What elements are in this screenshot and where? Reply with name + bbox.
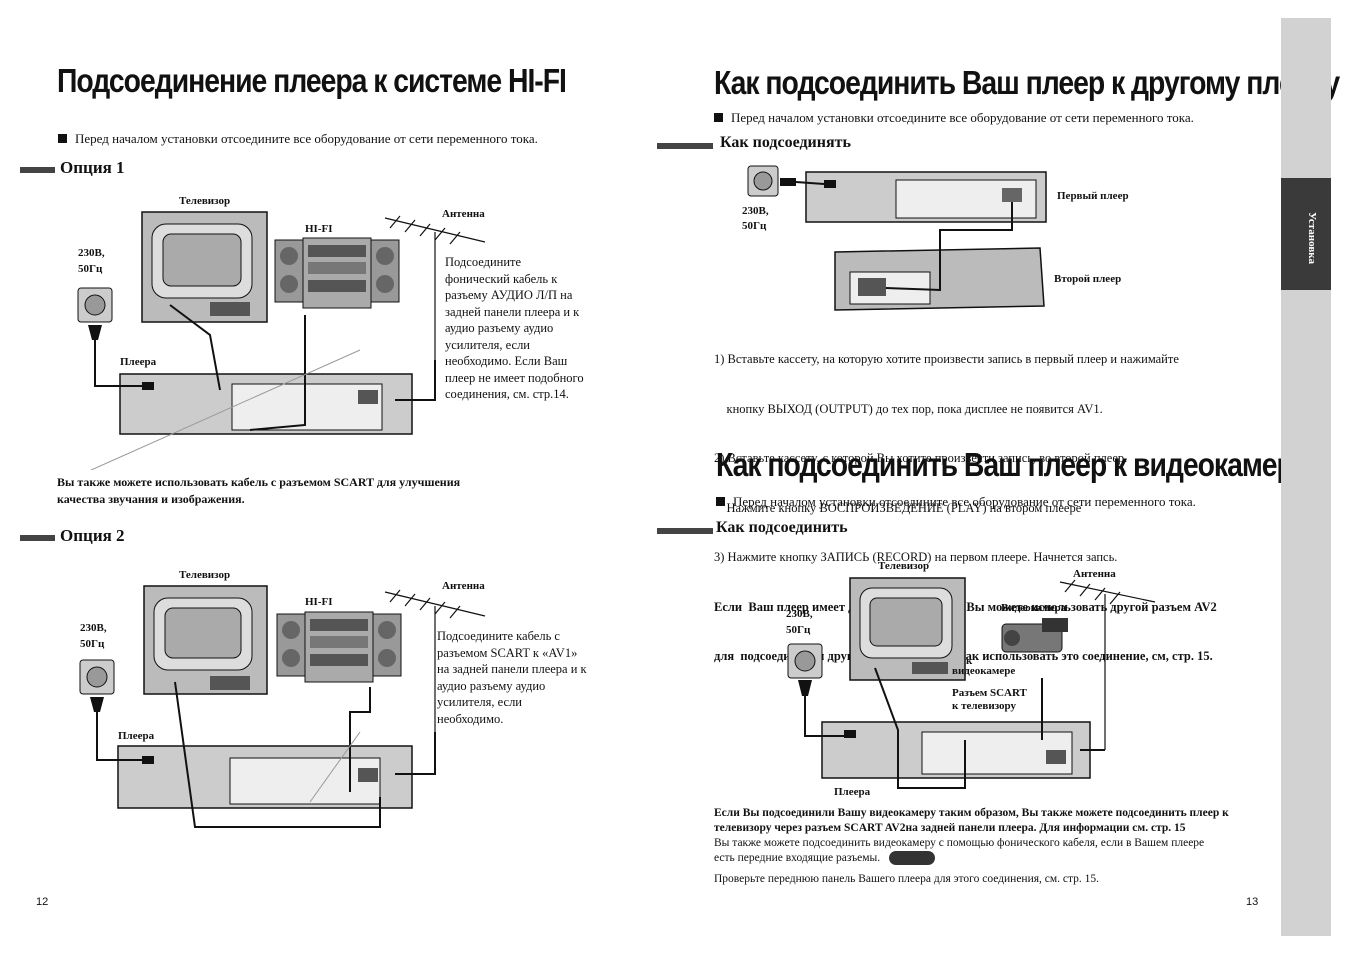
bullet-square-icon — [58, 134, 67, 143]
first-vcr-icon — [805, 171, 1047, 223]
option1-diagram — [77, 211, 486, 470]
page-title-hifi: Подсоединение плеера к системе HI-FI — [57, 62, 567, 99]
label-camcorder: Видеокамера — [1001, 602, 1067, 614]
antenna-icon — [384, 589, 486, 732]
option2-heading: Опция 2 — [60, 526, 125, 545]
power-outlet-icon — [747, 165, 796, 197]
label-player: Плеера — [118, 730, 155, 742]
label-power-hz: 50Гц — [80, 638, 105, 650]
label-second-player: Второй плеер — [1054, 273, 1122, 285]
vcr-back-panel — [119, 373, 413, 435]
section-bar — [657, 528, 713, 534]
tv-illustration — [143, 585, 268, 695]
side-tab-strip — [1281, 18, 1331, 936]
bullet-square-icon — [716, 497, 725, 506]
label-scart-1: Разъем SCART — [952, 687, 1027, 699]
label-tv: Телевизор — [179, 195, 231, 207]
label-power-v: 230В, — [80, 622, 107, 634]
tv-illustration — [141, 211, 268, 323]
label-to-camcorder-2: видеокамере — [952, 665, 1016, 677]
label-tv: Телевизор — [179, 569, 231, 581]
section-bar — [20, 167, 55, 173]
warning-note: Перед началом установки отсоедините все … — [58, 131, 538, 147]
section-bar — [657, 143, 713, 149]
option2-instructions: Подсоедините кабель с разъемом SCART к «… — [437, 629, 587, 726]
label-power-hz: 50Гц — [78, 263, 103, 275]
front-jacks-icon — [889, 851, 936, 866]
power-outlet-icon — [79, 659, 115, 712]
label-power-v: 230В, — [742, 205, 769, 217]
label-antenna: Антенна — [442, 208, 485, 220]
label-tv: Телевизор — [878, 560, 930, 572]
bullet-square-icon — [714, 113, 723, 122]
label-player: Плеера — [120, 356, 157, 368]
label-power-v: 230В, — [78, 247, 105, 259]
label-first-player: Первый плеер — [1057, 190, 1129, 202]
label-power-hz: 50Гц — [786, 624, 811, 636]
option1-instructions: Подсоедините фонический кабель к разъему… — [445, 255, 584, 401]
label-hifi: HI-FI — [305, 223, 333, 235]
vcr-to-vcr-diagram — [747, 165, 1047, 311]
page-title-vcr-to-vcr: Как подсоединить Ваш плеер к другому пле… — [714, 64, 1340, 101]
page-title-camcorder: Как подсоединить Ваш плеер к видеокамере — [716, 446, 1309, 483]
antenna-icon — [384, 215, 486, 360]
page-number-left: 12 — [36, 896, 49, 908]
vcr-back-panel — [117, 745, 413, 809]
tv-illustration — [849, 577, 966, 681]
camcorder-diagram — [787, 577, 1156, 789]
side-tab-label: Установка — [1306, 212, 1318, 264]
hifi-system-icon — [274, 237, 400, 309]
final-notes: Если Вы подсоединили Вашу видеокамеру та… — [714, 807, 1229, 885]
option2-diagram — [79, 585, 486, 828]
antenna-icon — [1059, 579, 1156, 750]
label-power-hz: 50Гц — [742, 220, 767, 232]
section-bar — [20, 535, 55, 541]
page-number-right: 13 — [1246, 896, 1259, 908]
section-how-to-connect-camcorder: Как подсоединить — [716, 519, 848, 536]
label-power-v: 230В, — [786, 608, 813, 620]
option1-heading: Опция 1 — [60, 158, 125, 177]
vcr-back-panel — [821, 721, 1091, 779]
section-how-to-connect: Как подсоединять — [720, 134, 851, 151]
hifi-system-icon — [276, 611, 402, 683]
camcorder-icon — [1001, 618, 1068, 653]
label-hifi: HI-FI — [305, 596, 333, 608]
scart-note: Вы также можете использовать кабель с ра… — [57, 475, 461, 506]
label-scart-2: к телевизору — [952, 700, 1017, 712]
power-outlet-icon — [787, 643, 823, 696]
label-to-camcorder-1: к — [966, 655, 973, 667]
label-antenna: Антенна — [442, 580, 485, 592]
warning-note: Перед началом установки отсоедините все … — [714, 110, 1194, 126]
label-antenna: Антенна — [1073, 568, 1116, 580]
power-outlet-icon — [77, 287, 113, 340]
side-tab-active[interactable] — [1281, 178, 1331, 290]
label-player: Плеера — [834, 786, 871, 798]
warning-note: Перед началом установки отсоедините все … — [716, 494, 1196, 510]
